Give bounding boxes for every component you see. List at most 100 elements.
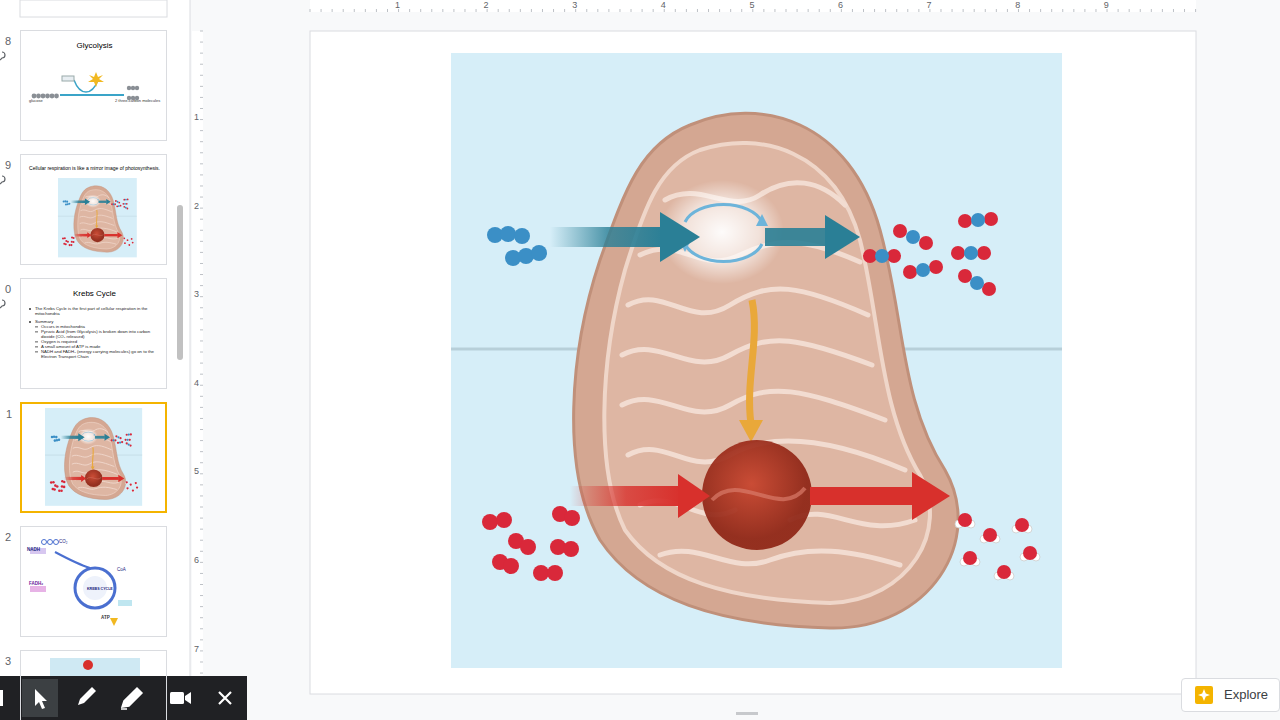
ruler-tick <box>963 9 964 12</box>
ruler-tick <box>365 9 366 12</box>
ruler-tick <box>200 484 203 485</box>
ruler-tick <box>564 9 565 12</box>
ruler-tick <box>907 9 908 12</box>
ruler-tick <box>200 274 203 275</box>
ruler-tick <box>1029 9 1030 12</box>
glycolysis-thumbnail-art <box>45 94 50 99</box>
slide-number: 8 <box>5 35 11 48</box>
ruler-tick <box>200 141 203 142</box>
krebs-thumbnail-art <box>30 540 132 627</box>
ruler-tick <box>597 9 598 12</box>
slide-number: 9 <box>5 159 11 172</box>
ruler-tick <box>1040 9 1041 12</box>
glycolysis-thumbnail-art <box>135 86 139 90</box>
ruler-tick <box>1151 9 1152 12</box>
krebs-thumbnail-art <box>75 568 115 608</box>
ruler-number: 4 <box>194 379 199 388</box>
ruler-tick <box>200 130 203 131</box>
ruler-tick <box>1062 9 1063 12</box>
ruler-tick <box>200 407 203 408</box>
glycolysis-thumbnail-art <box>54 94 59 99</box>
ruler-tick <box>200 296 203 297</box>
ruler-tick <box>509 9 510 12</box>
ruler-tick <box>200 119 203 120</box>
ruler-tick <box>1173 9 1174 12</box>
ruler-tick <box>200 352 203 353</box>
ruler-tick <box>200 595 203 596</box>
slide-thumbnail: 0Krebs CycleThe Krebs Cycle is the first… <box>20 278 167 389</box>
ruler-tick <box>200 42 203 43</box>
ruler-tick <box>343 9 344 12</box>
ruler-tick <box>608 9 609 12</box>
ruler-horizontal <box>200 0 1280 12</box>
glycolysis-thumbnail-art <box>62 76 74 81</box>
ruler-tick <box>200 285 203 286</box>
slide-number: 1 <box>6 408 12 421</box>
ruler-tick <box>200 329 203 330</box>
thumbnail-grounds <box>20 154 167 265</box>
ruler-tick <box>200 429 203 430</box>
presenter-toolbar <box>78 687 96 705</box>
ruler-tick <box>553 9 554 12</box>
ruler-tick <box>1073 9 1074 12</box>
bullet-marks <box>35 341 38 343</box>
ruler-tick <box>200 174 203 175</box>
ruler-tick <box>200 208 203 209</box>
slide-text: CO₂ <box>59 539 68 544</box>
ruler-tick <box>409 9 410 12</box>
ruler-number: 5 <box>749 1 754 10</box>
ruler-tick <box>1195 9 1196 12</box>
ruler-tick <box>1118 9 1119 12</box>
ruler-number: 8 <box>1015 1 1020 10</box>
comment-icons <box>0 52 5 308</box>
ruler-tick <box>200 374 203 375</box>
slide-text: glucose <box>29 99 59 104</box>
ruler-tick <box>1140 9 1141 12</box>
ruler-tick <box>200 628 203 629</box>
ruler-tick <box>1007 9 1008 12</box>
slide-text: Pyruvic Acid (from Glycolysis) is broken… <box>41 330 159 340</box>
krebs-thumbnail-art <box>48 540 53 545</box>
panel-divider <box>190 0 191 720</box>
thumbnail-illustration <box>50 658 140 678</box>
ruler-tick <box>200 86 203 87</box>
ruler-tick <box>442 9 443 12</box>
bullet-marks <box>29 321 31 323</box>
krebs-thumbnail-art <box>110 618 118 626</box>
presenter-toolbar <box>219 692 231 704</box>
ruler-tick <box>354 9 355 12</box>
ruler-tick <box>1184 9 1185 12</box>
slide-text: NADH and FADH₂ (energy carrying molecule… <box>41 350 159 360</box>
glycolysis-thumbnail-art <box>32 94 37 99</box>
ruler-tick <box>476 9 477 12</box>
ruler-tick <box>200 650 203 651</box>
mitochondrion-illustration <box>451 53 1062 668</box>
ruler-tick <box>321 9 322 12</box>
glycolysis-thumbnail-art <box>127 86 131 90</box>
ruler-tick <box>200 440 203 441</box>
thumbnail-illustration <box>83 660 93 670</box>
ruler-tick <box>200 197 203 198</box>
presenter-toolbar <box>170 692 184 704</box>
ruler-tick <box>631 9 632 12</box>
ruler-tick <box>675 9 676 12</box>
ruler-tick <box>200 185 203 186</box>
ruler-tick <box>200 97 203 98</box>
ruler-tick <box>1129 9 1130 12</box>
thumbnail-illustration <box>45 408 142 506</box>
ruler-tick <box>200 418 203 419</box>
krebs-thumbnail-art <box>55 552 90 568</box>
explore-icon <box>1195 686 1213 704</box>
ruler-number: 9 <box>1104 1 1109 10</box>
ruler-number: 3 <box>572 1 577 10</box>
slide-text: 2 three-carbon molecules <box>115 99 165 104</box>
ruler-tick <box>200 673 203 674</box>
slide-thumbnail: 8Glycolysisglucose2 three-carbon molecul… <box>20 30 167 141</box>
ruler-tick <box>200 252 203 253</box>
slide-text: FADH₂ <box>29 581 43 586</box>
ruler-tick <box>940 9 941 12</box>
bullet-marks <box>35 351 38 353</box>
ruler-tick <box>918 9 919 12</box>
ruler-tick <box>200 518 203 519</box>
